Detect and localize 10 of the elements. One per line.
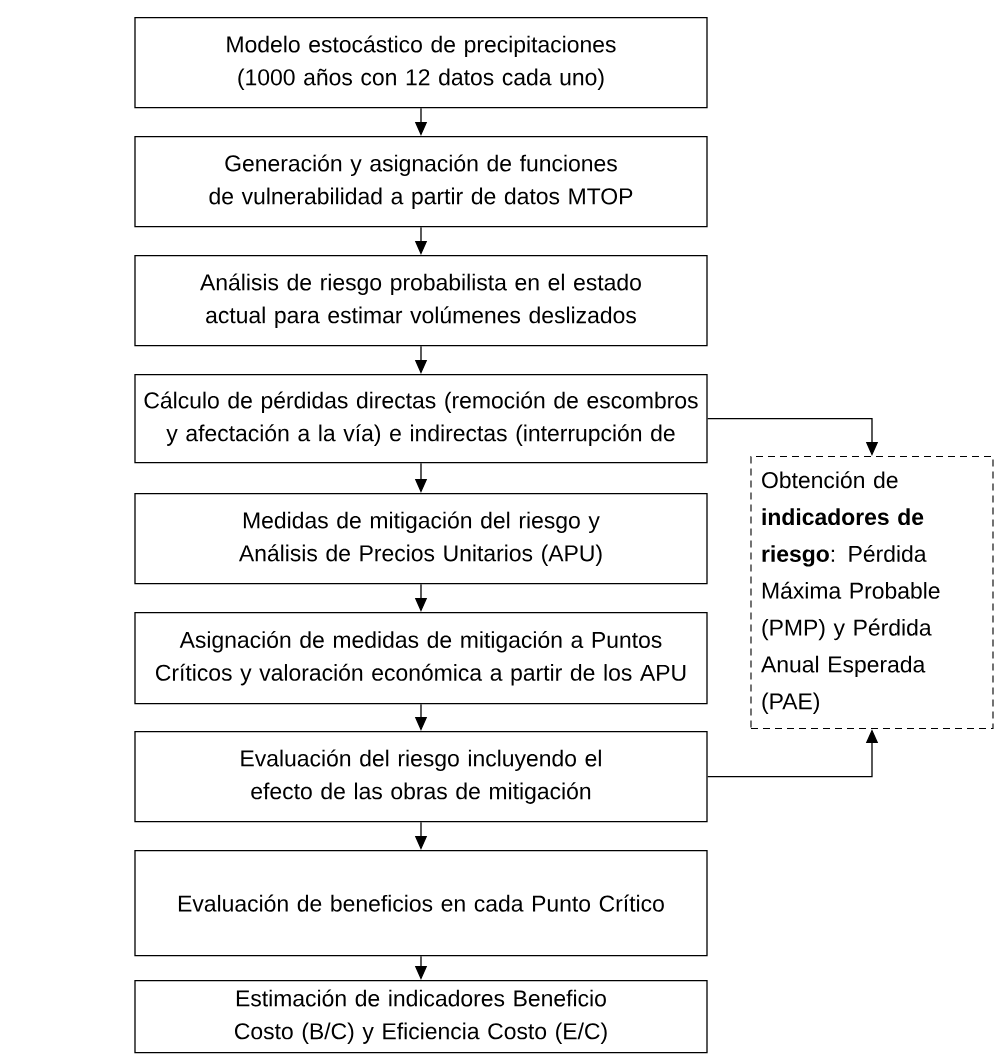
process-box: Análisis de riesgo probabilista en el estado actual para estimar volúmenes deslizados xyxy=(134,255,708,347)
process-box: Generación y asignación de funciones de vulnerabilidad a partir de datos MTOP xyxy=(134,136,708,228)
process-box: Medidas de mitigación del riesgo y Análisis de Precios Unitarios (APU) xyxy=(134,493,708,585)
process-box: Evaluación del riesgo incluyendo el efecto de las obras de mitigación xyxy=(134,731,708,823)
process-box: Evaluación de beneficios en cada Punto Crítico xyxy=(134,850,708,957)
output-box: Obtención de indicadores de riesgo: Pérdida Máxima Probable (PMP) y Pérdida Anual Esperada (PAE) xyxy=(750,456,994,730)
process-box: Cálculo de pérdidas directas (remoción de escombros y afectación a la vía) e indirectas (interrupción de xyxy=(134,374,708,464)
process-box: Estimación de indicadores Beneficio Costo (B/C) y Eficiencia Costo (E/C) xyxy=(134,980,708,1054)
process-box: Asignación de medidas de mitigación a Puntos Críticos y valoración económica a partir de los APU xyxy=(134,612,708,705)
process-box: Modelo estocástico de precipitaciones (1000 años con 12 datos cada uno) xyxy=(134,17,708,109)
